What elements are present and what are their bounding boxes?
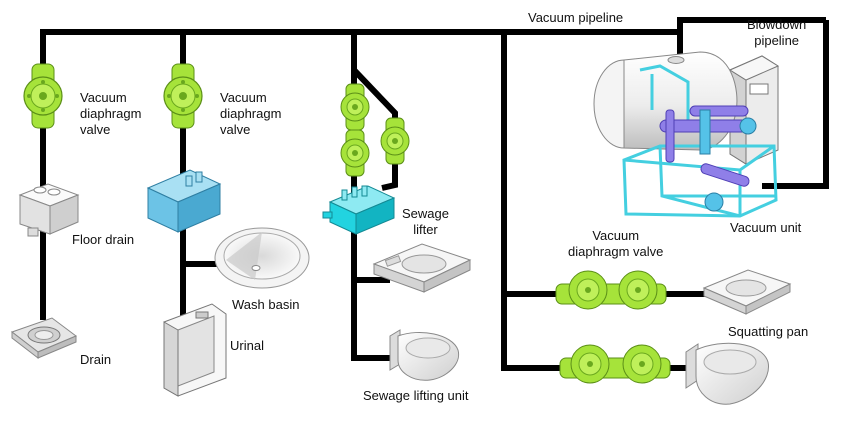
valve-label-left-line-1: Vacuum xyxy=(80,90,127,105)
valve-label-mid-line-2: diaphragm xyxy=(220,106,282,121)
sewage-lifter-label: Sewage lifter xyxy=(402,206,449,238)
vacuum-unit-icon xyxy=(593,51,780,218)
blowdown-line-1: Blowdown xyxy=(747,17,807,32)
valve-label-right: Vacuum diaphragm valve xyxy=(568,228,663,260)
wall-toilet-lifting-unit-icon xyxy=(389,329,460,381)
sewage-lifting-unit-label: Sewage lifting unit xyxy=(363,388,469,403)
wash-basin-label: Wash basin xyxy=(232,297,300,312)
blowdown-pipeline-label: Blowdown pipeline xyxy=(747,17,806,49)
cyan-sewage-lifter-box-icon xyxy=(322,185,396,235)
vacuum-unit-label: Vacuum unit xyxy=(730,220,802,235)
valve-label-right-line-2: diaphragm valve xyxy=(568,244,664,259)
wall-toilet-icon xyxy=(685,342,769,405)
wash-basin-icon xyxy=(214,227,310,289)
squatting-pan-icon xyxy=(702,269,792,315)
valve-label-left: Vacuum diaphragm valve xyxy=(80,90,141,138)
valve-label-left-line-3: valve xyxy=(80,122,111,137)
valve-label-mid-line-3: valve xyxy=(220,122,251,137)
diaphragm-valve-3 xyxy=(340,83,370,131)
valve-label-mid-line-1: Vacuum xyxy=(220,90,267,105)
diaphragm-valve-5 xyxy=(380,117,410,165)
valve-label-mid: Vacuum diaphragm valve xyxy=(220,90,281,138)
squatting-pan-lifter-icon xyxy=(372,243,472,293)
sewage-lifter-line-1: Sewage xyxy=(402,206,449,221)
diaphragm-valve-pair-upper xyxy=(555,270,667,310)
diaphragm-valve-2 xyxy=(163,63,203,129)
valve-label-right-line-1: Vacuum xyxy=(592,228,640,243)
floor-drain-icon xyxy=(18,183,80,237)
blue-water-tank-icon xyxy=(146,169,222,233)
urinal-icon xyxy=(163,303,227,397)
squatting-pan-label: Squatting pan xyxy=(728,324,809,339)
vacuum-pipeline-label: Vacuum pipeline xyxy=(528,10,624,25)
floor-drain-label: Floor drain xyxy=(72,232,135,247)
valve-label-left-line-2: diaphragm xyxy=(80,106,142,121)
diaphragm-valve-pair-lower xyxy=(559,344,671,384)
blowdown-line-2: pipeline xyxy=(754,33,800,48)
diaphragm-valve-4 xyxy=(340,129,370,177)
diaphragm-valve-1 xyxy=(23,63,63,129)
sewage-lifter-line-2: lifter xyxy=(413,222,438,237)
drain-label: Drain xyxy=(80,352,112,367)
drain-grate-icon xyxy=(10,317,77,360)
urinal-label: Urinal xyxy=(230,338,264,353)
